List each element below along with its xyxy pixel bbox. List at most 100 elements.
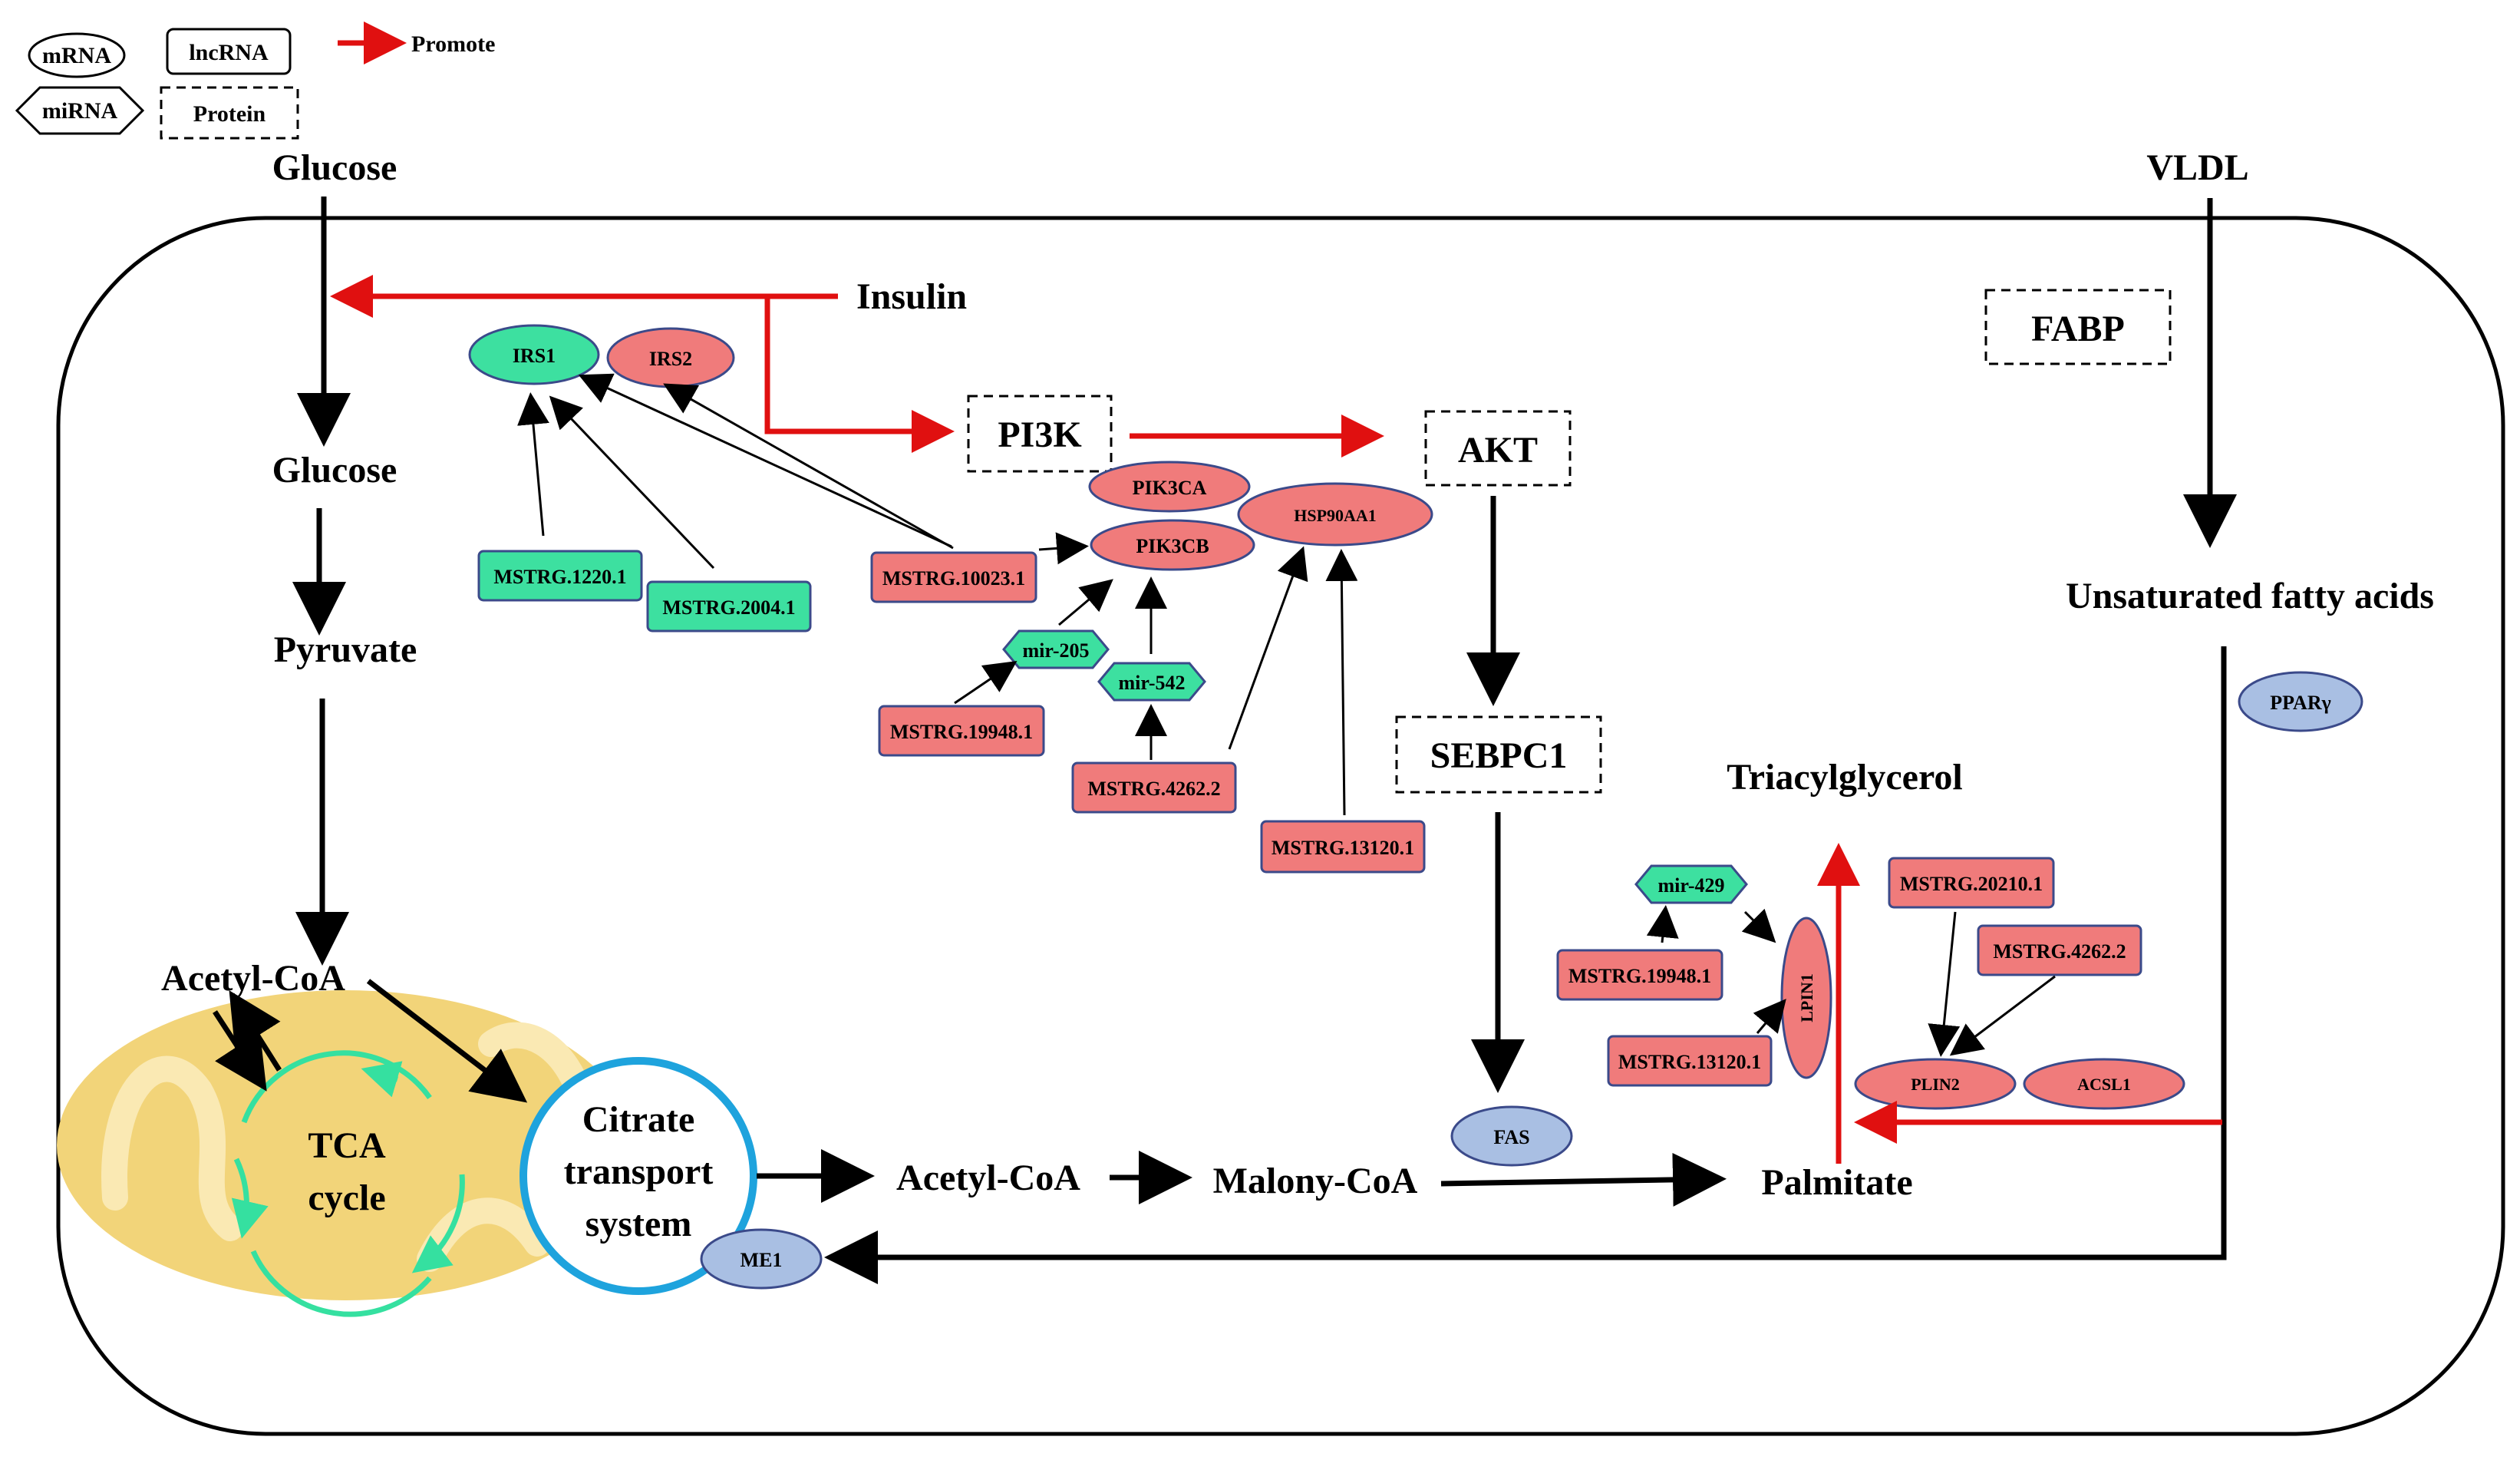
legend-mrna-label: mRNA (42, 43, 111, 68)
irs2-label: IRS2 (649, 348, 692, 370)
arrow-13120-hsp90 (1325, 549, 1358, 816)
tca-label-2: cycle (308, 1178, 385, 1218)
tca-cycle: TCA cycle (231, 1050, 465, 1317)
legend-mirna-shape (15, 86, 145, 135)
glucose-inside-label: Glucose (272, 450, 397, 491)
mstrg-13120-b-label: MSTRG.13120.1 (1618, 1051, 1761, 1073)
metabolic-arrows (213, 197, 2237, 1284)
mstrg-4262-b-box (1977, 924, 2142, 976)
arrow-4262-hsp90 (1228, 546, 1308, 750)
arrow-10023-irs1 (578, 373, 952, 548)
citrate-label-3: system (585, 1204, 692, 1244)
acetylcoa-mito-label: Acetyl-CoA (161, 958, 345, 999)
arrow-1220-irs1 (517, 392, 549, 537)
legend-lncrna-label: lncRNA (189, 40, 269, 65)
glucose-outside-label: Glucose (272, 147, 397, 188)
regulatory-arrows (517, 373, 2056, 1057)
mstrg-19948-a-label: MSTRG.19948.1 (890, 721, 1033, 743)
pi3k-box (967, 395, 1113, 473)
arrow-10023-pik3cb (1038, 532, 1089, 565)
mstrg-13120-a-label: MSTRG.13120.1 (1272, 837, 1414, 859)
protein-pi3k: PI3K (967, 395, 1113, 473)
mstrg-2004-label: MSTRG.2004.1 (662, 596, 795, 619)
lncrna-mstrg-10023: MSTRG.10023.1 (870, 551, 1037, 603)
pi3k-label: PI3K (998, 415, 1081, 455)
citrate-label-1: Citrate (582, 1099, 695, 1140)
pik3cb-label: PIK3CB (1136, 535, 1209, 557)
arrow-4262b-plin2 (1949, 975, 2056, 1056)
arrow-19948-mir205 (954, 660, 1018, 705)
legend-promote-label: Promote (411, 31, 495, 57)
mstrg-10023-label: MSTRG.10023.1 (882, 567, 1025, 590)
mir-542-node (1097, 662, 1206, 702)
pik3ca-label: PIK3CA (1133, 477, 1207, 499)
citrate-label-2: transport (564, 1151, 714, 1192)
mir-429-label: mir-429 (1657, 874, 1724, 897)
legend-lncrna-shape (166, 28, 292, 75)
mir-205-label: mir-205 (1022, 639, 1089, 662)
pik3cb-node (1090, 519, 1255, 571)
mstrg-4262-b-label: MSTRG.4262.2 (1993, 940, 2126, 963)
irs1-label: IRS1 (513, 345, 556, 367)
gene-pik3ca: PIK3CA (1088, 461, 1251, 513)
arrow-20210-plin2 (1928, 911, 1961, 1057)
arrow-mir429-lpin1 (1741, 908, 1776, 943)
mstrg-20210-label: MSTRG.20210.1 (1900, 873, 2043, 895)
mir-205-node (1002, 629, 1110, 669)
lncrna-mstrg-13120-b: MSTRG.13120.1 (1607, 1035, 1773, 1087)
mstrg-2004-box (646, 580, 812, 633)
tca-arc-left (231, 1158, 269, 1239)
triacylglycerol-label: Triacylglycerol (1727, 757, 1962, 798)
akt-box (1424, 410, 1572, 487)
fabp-label: FABP (2031, 309, 2125, 349)
gene-irs2: IRS2 (606, 327, 735, 388)
arrow-mir205-pik3cb (1058, 579, 1113, 626)
mstrg-10023-box (870, 551, 1037, 603)
cell-membrane (56, 216, 2505, 1436)
gene-fas: FAS (1450, 1105, 1573, 1167)
legend-mrna-shape (28, 32, 126, 78)
ppar-node (2238, 671, 2363, 732)
tca-arc-bottom (250, 1250, 432, 1317)
malonycoa-label: Malony-CoA (1213, 1161, 1418, 1201)
mstrg-13120-a-box (1260, 820, 1426, 874)
mirna-mir-205: mir-205 (1002, 629, 1110, 669)
mir-429-node (1634, 864, 1748, 904)
tca-arrow-top (361, 1061, 403, 1098)
tca-arc-right (411, 1174, 465, 1273)
fas-node (1450, 1105, 1573, 1167)
mstrg-20210-box (1888, 857, 2055, 909)
lncrna-mstrg-4262-a: MSTRG.4262.2 (1071, 761, 1237, 814)
acsl1-node (2023, 1058, 2185, 1110)
arrow-acetylcoa-citrate (366, 979, 528, 1103)
plin2-node (1854, 1058, 2017, 1110)
promote-arrows (330, 275, 2222, 1164)
acsl1-label: ACSL1 (2077, 1075, 2131, 1094)
legend-mirna-label: miRNA (42, 98, 118, 124)
lpin1-label: LPIN1 (1797, 973, 1816, 1022)
mstrg-19948-b-box (1556, 949, 1723, 1001)
mstrg-4262-a-label: MSTRG.4262.2 (1087, 778, 1220, 800)
arrow-2004-irs1 (549, 395, 715, 570)
legend-protein-shape (160, 86, 299, 140)
acetylcoa-label: Acetyl-CoA (896, 1158, 1080, 1198)
mstrg-13120-b-box (1607, 1035, 1773, 1087)
legend: mRNA lncRNA Promote miRNA Protein (15, 21, 495, 140)
lpin1-node (1780, 917, 1832, 1079)
lncrna-mstrg-19948-a: MSTRG.19948.1 (878, 705, 1045, 757)
lncrna-mstrg-19948-b: MSTRG.19948.1 (1556, 949, 1723, 1001)
lncrna-mstrg-4262-b: MSTRG.4262.2 (1977, 924, 2142, 976)
mstrg-19948-a-box (878, 705, 1045, 757)
me1-node (700, 1228, 823, 1290)
mir-542-label: mir-542 (1118, 672, 1185, 694)
lncrna-mstrg-20210: MSTRG.20210.1 (1888, 857, 2055, 909)
fas-label: FAS (1493, 1126, 1529, 1148)
akt-label: AKT (1458, 430, 1538, 471)
citrate-ring (520, 1057, 757, 1295)
fabp-box (1984, 289, 2172, 365)
hsp90aa1-node (1237, 482, 1433, 547)
arrow-19948b-mir429 (1646, 905, 1679, 943)
irs1-node (468, 324, 600, 385)
unsaturated-fatty-acids-label: Unsaturated fatty acids (2066, 576, 2434, 616)
